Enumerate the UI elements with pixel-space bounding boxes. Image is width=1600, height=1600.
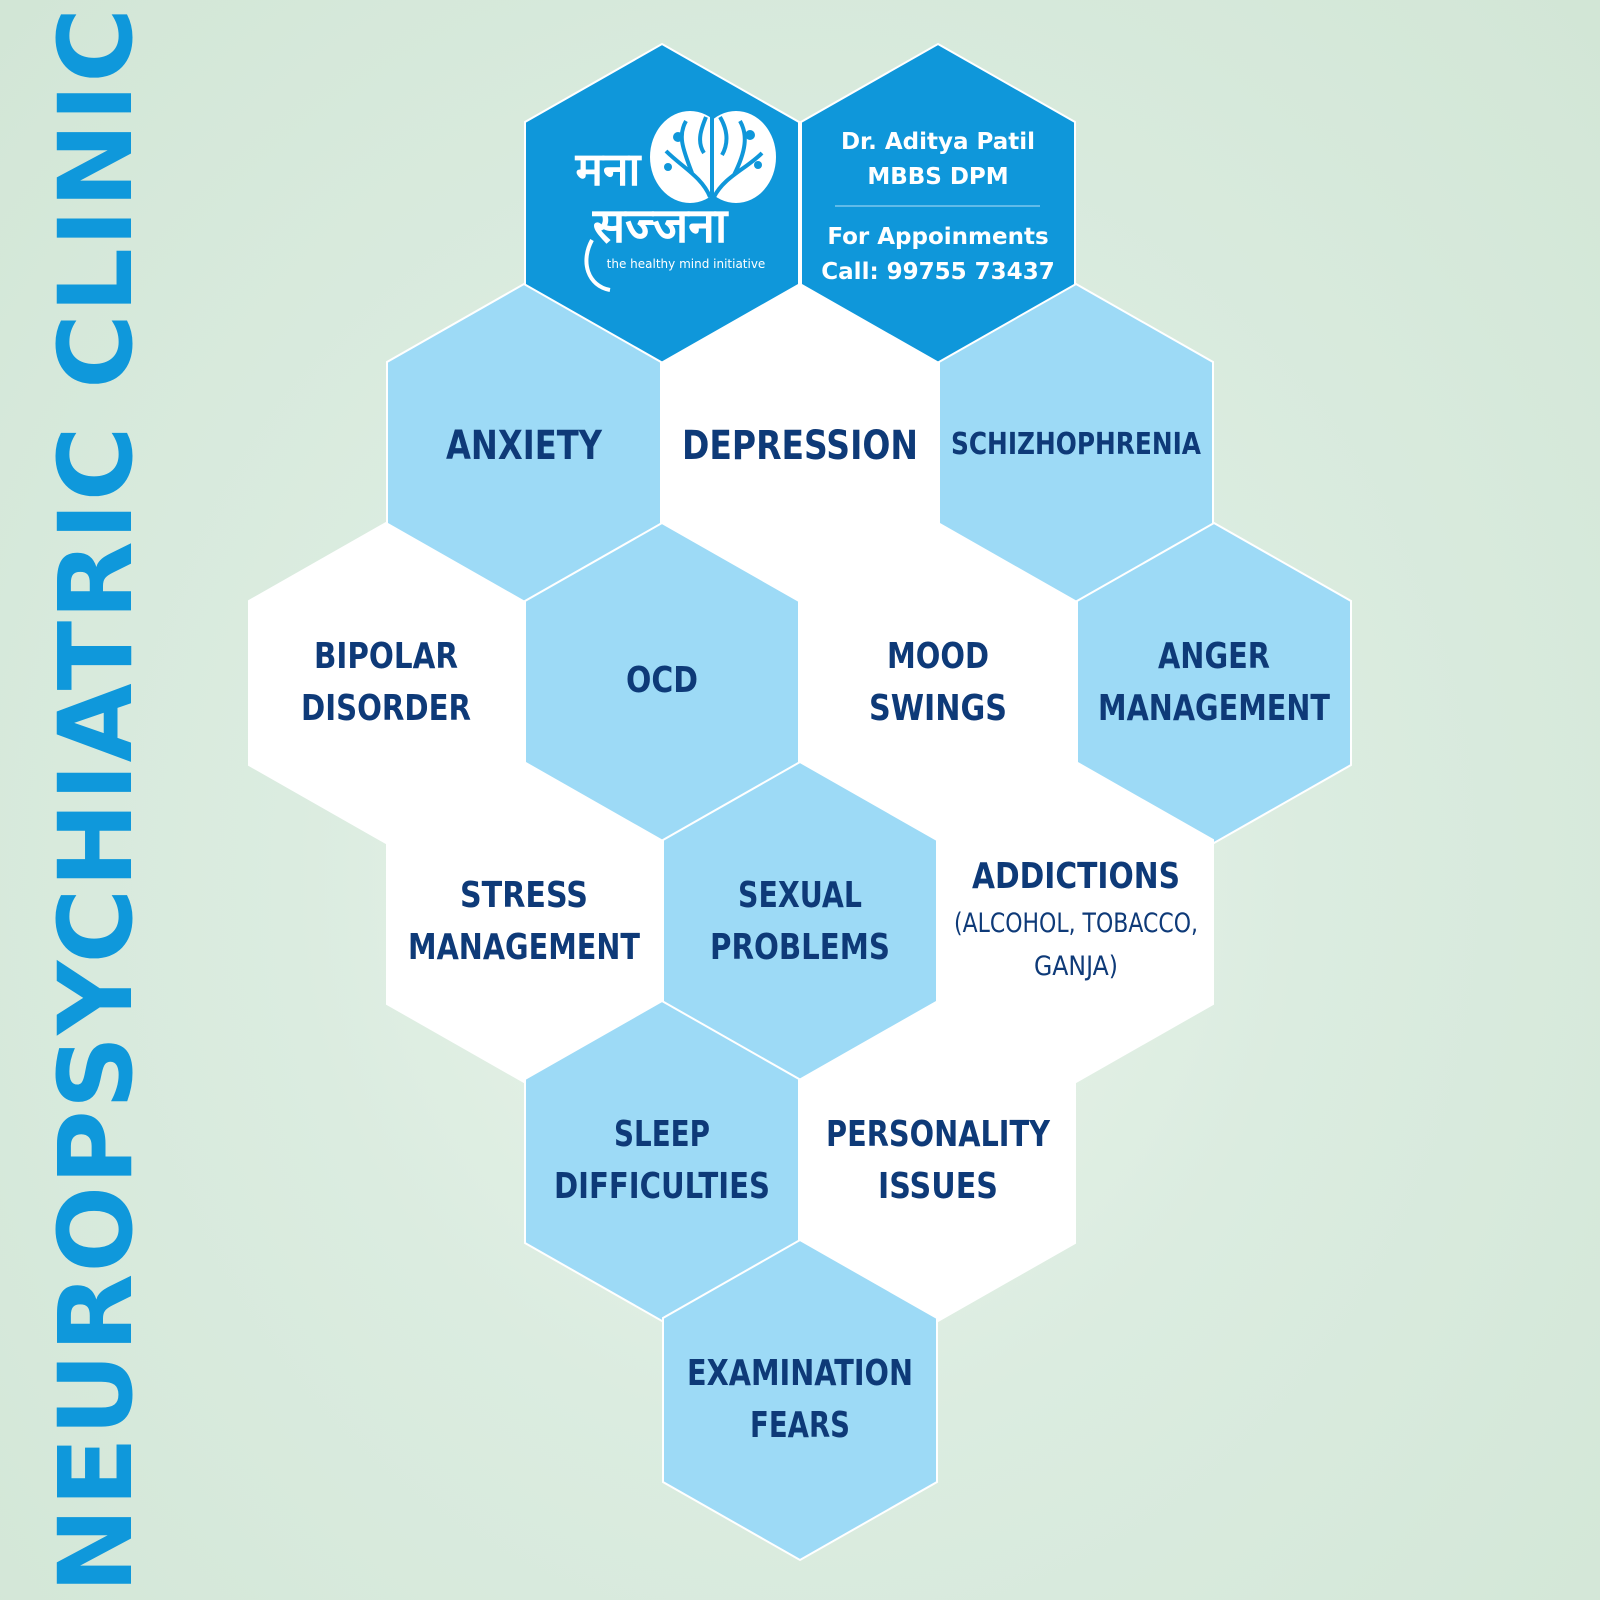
doctor-name: Dr. Aditya Patil: [841, 129, 1035, 155]
anxiety-label: ANXIETY: [446, 423, 603, 469]
stress-label-2: MANAGEMENT: [408, 927, 640, 968]
logo-tagline: the healthy mind initiative: [607, 257, 766, 271]
schizophrenia-label: SCHIZHOPHRENIA: [951, 427, 1202, 462]
logo-line-1: मना: [575, 142, 643, 196]
appointments-label: For Appoinments: [827, 224, 1048, 250]
mood-label-1: MOOD: [887, 636, 989, 677]
anger-label-1: ANGER: [1158, 636, 1270, 677]
bipolar-label-1: BIPOLAR: [314, 636, 458, 677]
logo-swash: [584, 239, 611, 292]
brain-icon: [650, 111, 776, 203]
stress-label-1: STRESS: [460, 875, 588, 916]
addictions-detail-1: (ALCOHOL, TOBACCO,: [954, 908, 1198, 939]
personality-label-1: PERSONALITY: [826, 1114, 1051, 1155]
ocd-label: OCD: [626, 660, 698, 701]
sleep-label-2: DIFFICULTIES: [554, 1166, 770, 1207]
sexual-label-1: SEXUAL: [738, 875, 862, 916]
anger-label-2: MANAGEMENT: [1098, 688, 1330, 729]
logo-line-2: सज्जना: [592, 198, 729, 254]
sleep-label-1: SLEEP: [614, 1114, 710, 1155]
addictions-label: ADDICTIONS: [972, 856, 1180, 897]
phone-number: Call: 99755 73437: [821, 259, 1054, 285]
bipolar-label-2: DISORDER: [301, 688, 471, 729]
addictions-detail-2: GANJA): [1034, 951, 1118, 982]
sexual-label-2: PROBLEMS: [710, 927, 890, 968]
doctor-degree: MBBS DPM: [867, 164, 1008, 190]
mood-label-2: SWINGS: [869, 688, 1007, 729]
personality-label-2: ISSUES: [878, 1166, 998, 1207]
examination-label-2: FEARS: [750, 1405, 850, 1446]
depression-label: DEPRESSION: [682, 423, 918, 469]
examination-label-1: EXAMINATION: [687, 1353, 913, 1394]
